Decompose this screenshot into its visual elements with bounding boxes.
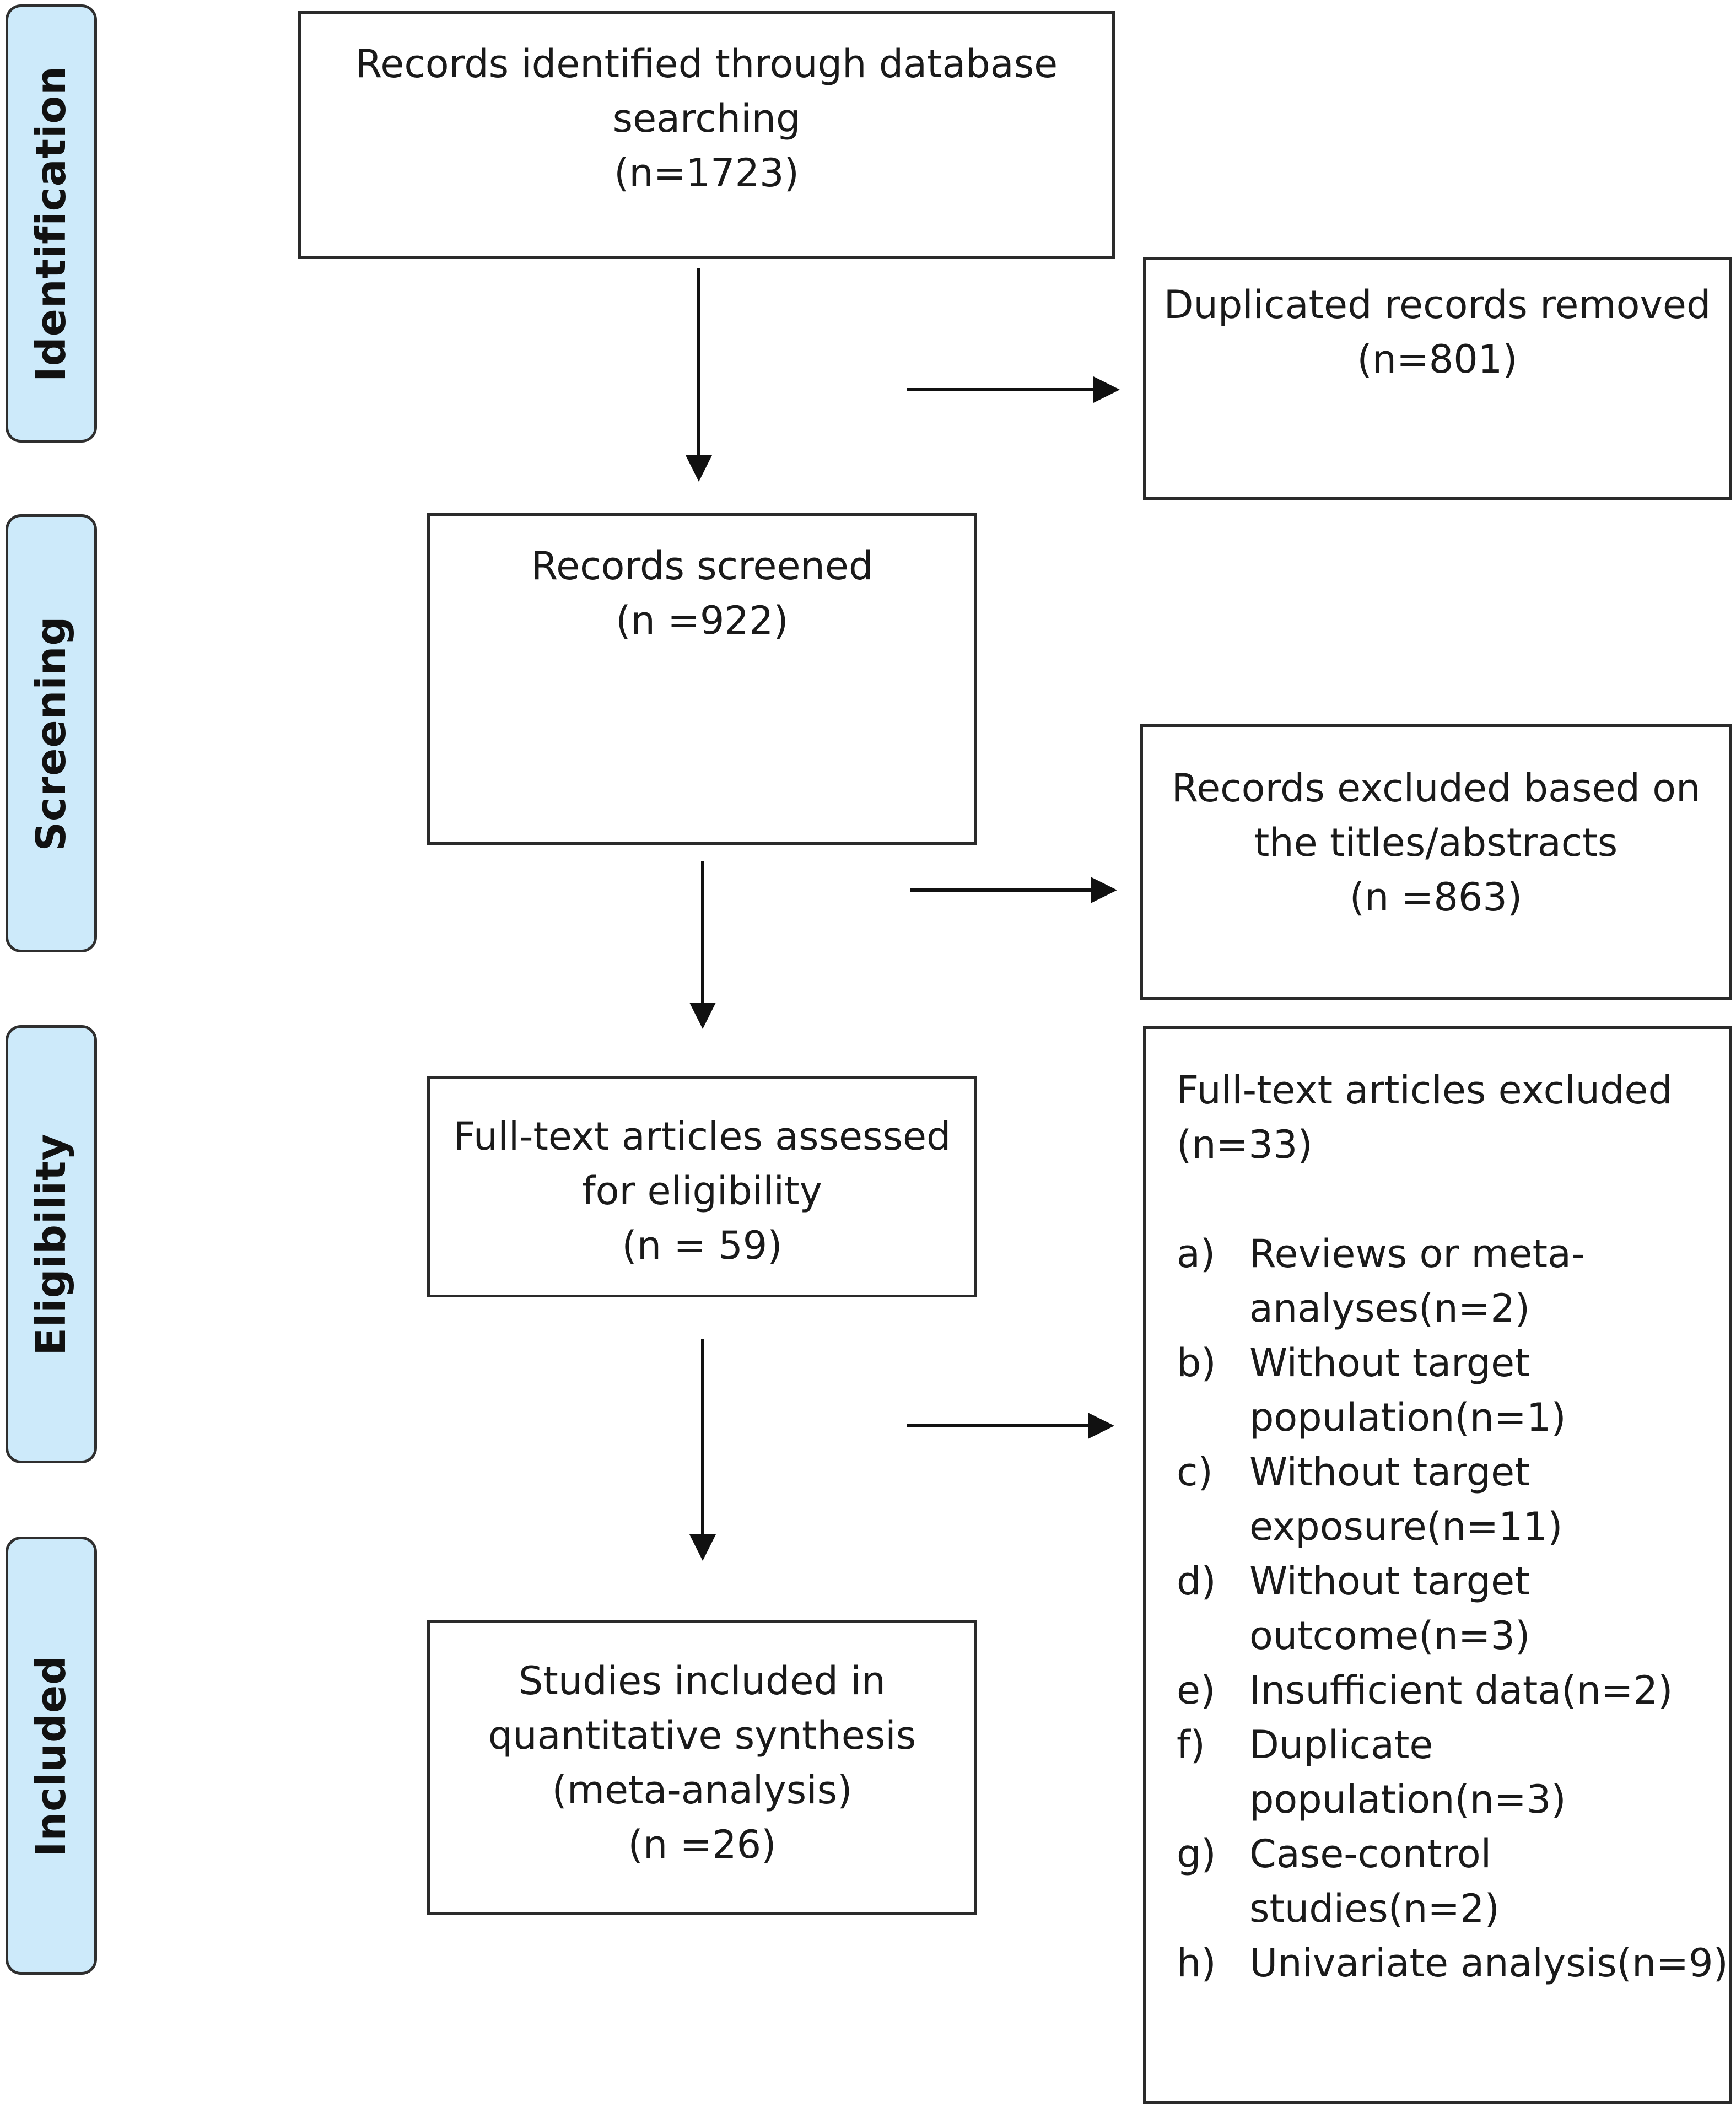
- text-line: Full-text articles assessed: [453, 1114, 951, 1159]
- text-line: for eligibility: [582, 1168, 822, 1214]
- text-line: Records identified through database: [355, 41, 1058, 87]
- fulltext-excluded-box: Full-text articles excluded (n=33) a) Re…: [1143, 1026, 1732, 2104]
- text-line: analyses(n=2): [1249, 1286, 1530, 1331]
- list-item: h) Univariate analysis(n=9): [1177, 1936, 1728, 1991]
- fulltext-assessed-box: Full-text articles assessed for eligibil…: [427, 1076, 977, 1297]
- list-item: b) Without target population(n=1): [1177, 1336, 1728, 1445]
- studies-included-text: Studies included in quantitative synthes…: [430, 1654, 974, 1872]
- duplicates-removed-box: Duplicated records removed (n=801): [1143, 257, 1732, 500]
- text-line: (n =26): [628, 1822, 777, 1867]
- text-line: Duplicate: [1249, 1722, 1433, 1767]
- text-line: (n=801): [1357, 337, 1518, 382]
- text-line: the titles/abstracts: [1254, 820, 1618, 865]
- text-line: Insufficient data(n=2): [1249, 1668, 1673, 1713]
- exclusion-reasons-list: a) Reviews or meta- analyses(n=2) b) Wit…: [1177, 1227, 1728, 1991]
- text-line: Without target: [1249, 1340, 1530, 1386]
- studies-included-box: Studies included in quantitative synthes…: [427, 1620, 977, 1915]
- records-excluded-text: Records excluded based on the titles/abs…: [1143, 761, 1729, 925]
- list-marker: d): [1177, 1559, 1216, 1604]
- text-line: population(n=1): [1249, 1395, 1566, 1440]
- text-line: Records excluded based on: [1171, 766, 1701, 811]
- text-line: Full-text articles excluded: [1177, 1068, 1673, 1113]
- text-line: exposure(n=11): [1249, 1504, 1563, 1549]
- records-identified-box: Records identified through database sear…: [298, 11, 1115, 259]
- text-line: Reviews or meta-: [1249, 1231, 1586, 1276]
- text-line: Studies included in: [518, 1658, 886, 1704]
- list-item: f) Duplicate population(n=3): [1177, 1718, 1728, 1827]
- list-marker: h): [1177, 1941, 1216, 1986]
- list-marker: c): [1177, 1449, 1213, 1495]
- list-marker: b): [1177, 1340, 1216, 1386]
- text-line: (n =922): [616, 598, 789, 643]
- records-excluded-box: Records excluded based on the titles/abs…: [1140, 724, 1732, 1000]
- text-line: Case-control: [1249, 1831, 1492, 1877]
- fulltext-assessed-text: Full-text articles assessed for eligibil…: [430, 1109, 974, 1273]
- text-line: searching: [612, 96, 801, 141]
- text-line: population(n=3): [1249, 1777, 1566, 1822]
- text-line: Without target: [1249, 1449, 1530, 1495]
- list-marker: g): [1177, 1831, 1216, 1877]
- list-marker: f): [1177, 1722, 1205, 1767]
- text-line: Records screened: [531, 543, 874, 589]
- text-line: quantitative synthesis: [488, 1713, 916, 1758]
- text-line: Univariate analysis(n=9): [1249, 1941, 1728, 1986]
- list-item: a) Reviews or meta- analyses(n=2): [1177, 1227, 1728, 1336]
- stage-screening: Screening: [6, 514, 97, 952]
- text-line: outcome(n=3): [1249, 1613, 1530, 1658]
- text-line: Duplicated records removed: [1163, 282, 1711, 327]
- records-screened-text: Records screened (n =922): [430, 539, 974, 648]
- list-item: d) Without target outcome(n=3): [1177, 1554, 1728, 1663]
- stage-eligibility: Eligibility: [6, 1025, 97, 1463]
- stage-identification: Identification: [6, 4, 97, 443]
- stage-included: Included: [6, 1537, 97, 1975]
- list-item: g) Case-control studies(n=2): [1177, 1827, 1728, 1936]
- list-marker: a): [1177, 1231, 1216, 1276]
- text-line: Without target: [1249, 1559, 1530, 1604]
- list-item: c) Without target exposure(n=11): [1177, 1445, 1728, 1554]
- text-line: (n=33): [1177, 1122, 1313, 1167]
- list-marker: e): [1177, 1668, 1216, 1713]
- duplicates-removed-text: Duplicated records removed (n=801): [1146, 278, 1729, 387]
- text-line: (n =863): [1349, 875, 1523, 920]
- records-screened-box: Records screened (n =922): [427, 513, 977, 845]
- text-line: (meta-analysis): [552, 1767, 853, 1813]
- list-item: e) Insufficient data(n=2): [1177, 1663, 1728, 1718]
- text-line: studies(n=2): [1249, 1886, 1500, 1931]
- records-identified-text: Records identified through database sear…: [301, 37, 1112, 201]
- fulltext-excluded-header: Full-text articles excluded (n=33): [1177, 1063, 1673, 1172]
- text-line: (n=1723): [614, 150, 799, 196]
- text-line: (n = 59): [622, 1223, 783, 1268]
